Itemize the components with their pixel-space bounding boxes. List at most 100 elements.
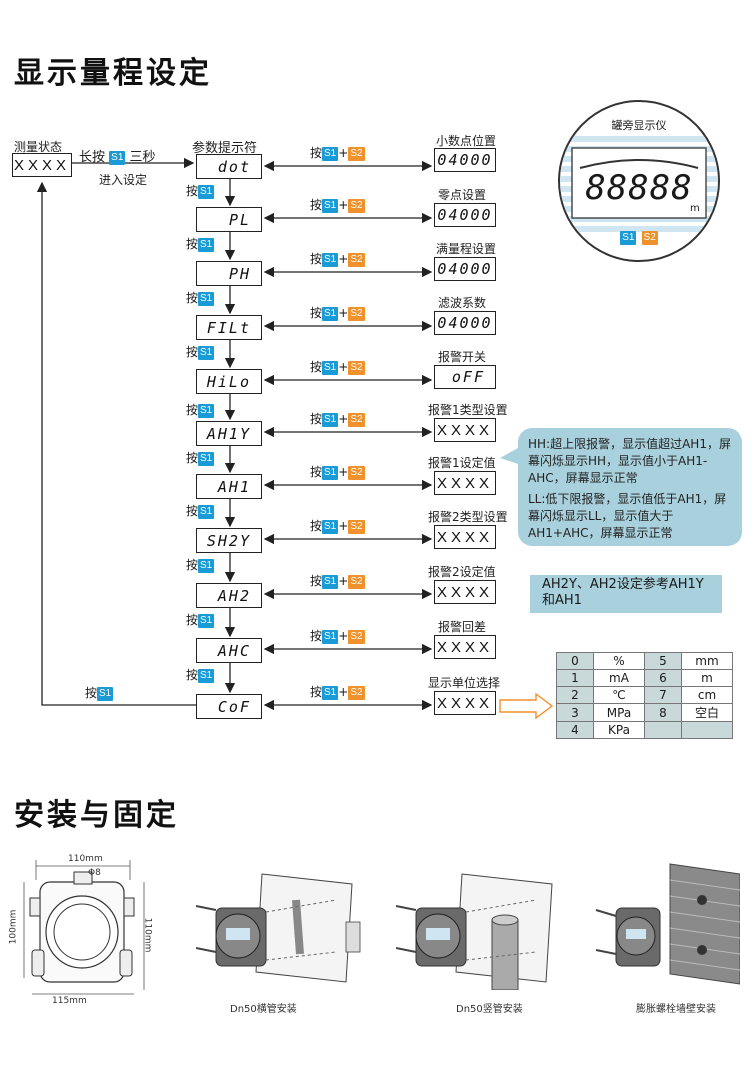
s1-key[interactable]: S1 (620, 231, 637, 245)
s2-key[interactable]: S2 (641, 231, 658, 245)
code-box-ah1: AH1 (196, 474, 262, 499)
unit-code: 3 (556, 703, 594, 722)
table-row: 2 ℃ 7 cm (556, 686, 733, 704)
meter-digits: 88888 (585, 168, 693, 208)
unit-name: cm (681, 686, 733, 704)
unit-name: 空白 (681, 703, 733, 722)
value-box-filter: 04000 (434, 311, 496, 335)
dim-left: 100mm (8, 909, 19, 945)
param-label-alarm1-type: 报警1类型设置 (428, 403, 508, 417)
value-box-zero: 04000 (434, 203, 496, 227)
code-box-hilo: HiLo (196, 369, 262, 394)
unit-code: 8 (644, 703, 682, 722)
unit-name: ℃ (593, 686, 645, 704)
value-box-alarm1-type: XXXX (434, 418, 496, 442)
long-press-instruction: 长按 S1 三秒 (79, 150, 156, 165)
menu-header: 参数提示符 (192, 141, 258, 156)
unit-code: 4 (556, 721, 594, 739)
param-label-unit-select: 显示单位选择 (428, 676, 501, 690)
param-label-hysteresis: 报警回差 (438, 620, 487, 634)
table-row: 0 % 5 mm (556, 652, 733, 670)
table-row: 1 mA 6 m (556, 669, 733, 687)
dim-bottom: 115mm (52, 996, 87, 1006)
param-label-alarm-switch: 报警开关 (438, 350, 487, 364)
install-wall-illustration (595, 863, 740, 985)
caption-wall: 膨胀螺栓墙壁安装 (636, 1004, 716, 1015)
meter-keys: S1 S2 (556, 226, 722, 245)
code-box-ah2: AH2 (196, 583, 262, 608)
code-box-sh2y: SH2Y (196, 528, 262, 553)
param-label-filter: 滤波系数 (438, 296, 487, 310)
install-vertical-pipe-illustration (396, 873, 553, 990)
code-box-ah1y: AH1Y (196, 421, 262, 446)
alarm-note-bubble: HH:超上限报警，显示值超过AH1，屏幕闪烁显示HH，显示值小于AH1-AHC，… (518, 428, 742, 546)
note-ll: LL:低下限报警，显示值低于AH1，屏幕闪烁显示LL，显示值大于AH1+AHC，… (528, 492, 727, 540)
unit-code: 2 (556, 686, 594, 704)
meter-unit: m (690, 203, 700, 214)
unit-code: 1 (556, 669, 594, 687)
s1-key-badge: S1 (109, 151, 126, 165)
note-hh: HH:超上限报警，显示值超过AH1，屏幕闪烁显示HH，显示值小于AH1-AHC，… (528, 437, 731, 485)
section-title-display-range: 显示量程设定 (14, 56, 212, 91)
unit-code-empty (644, 721, 682, 739)
note-ah2: AH2Y、AH2设定参考AH1Y和AH1 (530, 575, 722, 613)
measure-state-display: XXXX (12, 153, 72, 177)
value-box-decimal: 04000 (434, 148, 496, 172)
value-box-unit-select: XXXX (434, 691, 496, 715)
dimension-drawing (23, 860, 145, 995)
unit-name: mA (593, 669, 645, 687)
code-box-ph: PH (196, 261, 262, 286)
dim-hole: Φ8 (88, 868, 101, 878)
param-label-alarm2-type: 报警2类型设置 (428, 510, 508, 524)
unit-name: mm (681, 652, 733, 670)
unit-table: 0 % 5 mm 1 mA 6 m 2 ℃ 7 cm 3 MPa 8 空白 4 … (556, 652, 733, 739)
value-box-fullscale: 04000 (434, 257, 496, 281)
unit-name: KPa (593, 721, 645, 739)
param-label-alarm2-value: 报警2设定值 (428, 565, 496, 579)
param-label-zero: 零点设置 (438, 188, 487, 202)
caption-horizontal-pipe: Dn50横管安装 (230, 1004, 297, 1015)
value-box-alarm2-type: XXXX (434, 525, 496, 549)
value-box-alarm-switch: oFF (434, 365, 496, 389)
value-box-hysteresis: XXXX (434, 635, 496, 659)
param-label-fullscale: 满量程设置 (436, 242, 497, 256)
unit-name: m (681, 669, 733, 687)
measure-state-label: 测量状态 (14, 140, 63, 154)
code-box-ahc: AHC (196, 638, 262, 663)
enter-setting-label: 进入设定 (99, 173, 148, 187)
unit-name: % (593, 652, 645, 670)
table-row: 3 MPa 8 空白 (556, 703, 733, 722)
code-box-dot: dot (196, 154, 262, 179)
value-box-alarm2-value: XXXX (434, 580, 496, 604)
param-label-alarm1-value: 报警1设定值 (428, 456, 496, 470)
code-box-filt: FILt (196, 315, 262, 340)
install-horizontal-pipe-illustration (196, 873, 361, 983)
meter-illustration: 罐旁显示仪 88888 m S1 S2 (556, 98, 722, 264)
code-box-pl: PL (196, 207, 262, 232)
dim-top: 110mm (68, 854, 103, 864)
unit-code: 7 (644, 686, 682, 704)
table-row: 4 KPa (556, 721, 733, 739)
code-box-cof: CoF (196, 694, 262, 719)
unit-code: 5 (644, 652, 682, 670)
flow-connectors (36, 157, 554, 720)
unit-name-empty (681, 721, 733, 739)
param-label-decimal: 小数点位置 (436, 134, 497, 148)
